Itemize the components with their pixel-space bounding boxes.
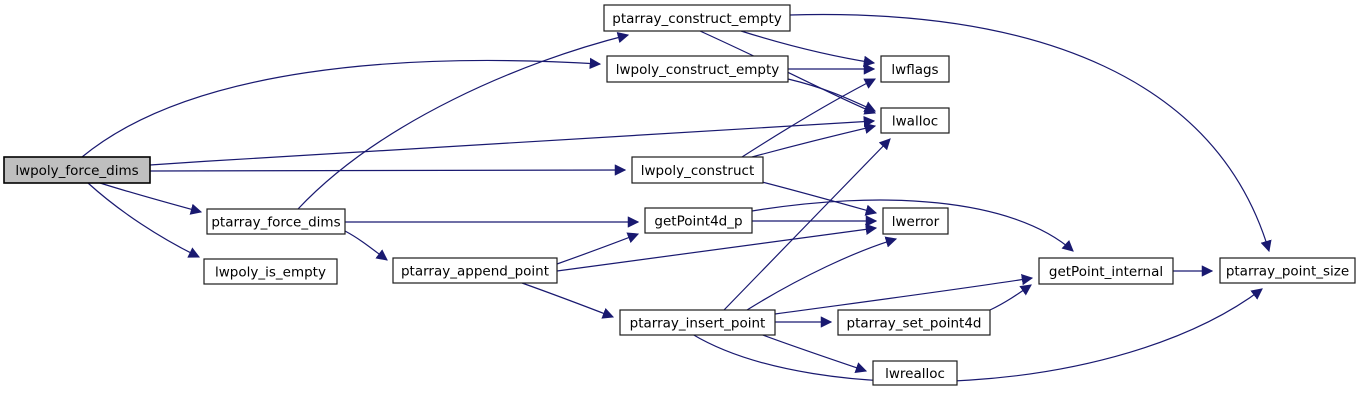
node-label-lwpoly_construct_empty[interactable]: lwpoly_construct_empty bbox=[616, 62, 780, 78]
nodes-layer: lwpoly_force_dimsptarray_force_dimslwpol… bbox=[3, 4, 1356, 386]
node-box-ptarray_force_dims[interactable] bbox=[206, 208, 346, 235]
node-label-lwpoly_is_empty[interactable]: lwpoly_is_empty bbox=[215, 264, 326, 280]
node-box-ptarray_set_point4d[interactable] bbox=[837, 309, 991, 336]
node-ptarray_point_size[interactable]: ptarray_point_size bbox=[1219, 257, 1356, 284]
edge-ptarray_construct_empty-to-ptarray_point_size bbox=[789, 13, 1272, 253]
node-label-getPoint4d_p[interactable]: getPoint4d_p bbox=[654, 213, 742, 229]
edge-lwpoly_force_dims-to-lwpoly_is_empty bbox=[87, 182, 201, 258]
node-box-lwpoly_construct[interactable] bbox=[631, 156, 764, 184]
edge-ptarray_append_point-to-ptarray_insert_point bbox=[521, 282, 615, 319]
node-label-lwpoly_construct[interactable]: lwpoly_construct bbox=[641, 163, 755, 179]
node-label-lwerror[interactable]: lwerror bbox=[892, 214, 940, 230]
node-label-lwpoly_force_dims: lwpoly_force_dims bbox=[15, 163, 138, 179]
edge-ptarray_insert_point-to-lwalloc bbox=[723, 138, 891, 311]
node-label-ptarray_force_dims[interactable]: ptarray_force_dims bbox=[211, 214, 340, 230]
edge-ptarray_append_point-to-lwerror bbox=[556, 223, 878, 272]
node-label-ptarray_construct_empty[interactable]: ptarray_construct_empty bbox=[612, 11, 781, 27]
node-box-lwpoly_is_empty[interactable] bbox=[203, 258, 338, 285]
node-lwrealloc[interactable]: lwrealloc bbox=[872, 360, 958, 386]
node-getPoint4d_p[interactable]: getPoint4d_p bbox=[644, 207, 753, 234]
node-label-lwalloc[interactable]: lwalloc bbox=[892, 113, 938, 129]
node-lwpoly_force_dims: lwpoly_force_dims bbox=[3, 156, 151, 184]
edge-ptarray_construct_empty-to-lwalloc bbox=[699, 30, 877, 115]
node-box-lwrealloc[interactable] bbox=[872, 360, 958, 386]
node-label-lwrealloc[interactable]: lwrealloc bbox=[885, 366, 945, 382]
edge-ptarray_construct_empty-to-lwflags bbox=[740, 30, 876, 68]
edge-ptarray_force_dims-to-ptarray_construct_empty bbox=[297, 31, 630, 210]
node-label-lwflags[interactable]: lwflags bbox=[891, 62, 938, 78]
node-ptarray_append_point[interactable]: ptarray_append_point bbox=[392, 257, 558, 284]
node-box-lwalloc[interactable] bbox=[880, 107, 950, 134]
node-label-getPoint_internal[interactable]: getPoint_internal bbox=[1049, 264, 1163, 280]
node-ptarray_force_dims[interactable]: ptarray_force_dims bbox=[206, 208, 346, 235]
node-box-lwflags[interactable] bbox=[880, 55, 950, 83]
node-getPoint_internal[interactable]: getPoint_internal bbox=[1038, 257, 1174, 285]
node-label-ptarray_insert_point[interactable]: ptarray_insert_point bbox=[630, 315, 766, 331]
node-ptarray_insert_point[interactable]: ptarray_insert_point bbox=[619, 309, 776, 336]
edge-lwpoly_construct_empty-to-lwalloc bbox=[787, 78, 877, 112]
node-lwpoly_construct_empty[interactable]: lwpoly_construct_empty bbox=[606, 55, 789, 83]
edge-ptarray_append_point-to-getPoint4d_p bbox=[556, 232, 640, 265]
edge-lwpoly_construct-to-lwerror bbox=[761, 181, 878, 216]
node-box-getPoint_internal[interactable] bbox=[1038, 257, 1174, 285]
node-box-ptarray_construct_empty[interactable] bbox=[603, 4, 791, 32]
node-lwerror[interactable]: lwerror bbox=[882, 207, 949, 235]
node-lwflags[interactable]: lwflags bbox=[880, 55, 950, 83]
edges-layer bbox=[81, 13, 1272, 383]
edge-getPoint4d_p-to-getPoint_internal bbox=[751, 199, 1074, 252]
node-box-getPoint4d_p[interactable] bbox=[644, 207, 753, 234]
node-ptarray_set_point4d[interactable]: ptarray_set_point4d bbox=[837, 309, 991, 336]
node-box-ptarray_append_point[interactable] bbox=[392, 257, 558, 284]
node-lwpoly_construct[interactable]: lwpoly_construct bbox=[631, 156, 764, 184]
edge-lwpoly_force_dims-to-ptarray_force_dims bbox=[99, 182, 203, 215]
node-label-ptarray_append_point[interactable]: ptarray_append_point bbox=[401, 263, 549, 279]
edge-lwpoly_construct-to-lwalloc bbox=[751, 122, 877, 158]
edge-lwpoly_force_dims-to-lwpoly_construct bbox=[149, 164, 627, 176]
edge-ptarray_set_point4d-to-getPoint_internal bbox=[989, 284, 1032, 311]
edge-lwpoly_force_dims-to-lwalloc bbox=[149, 115, 876, 166]
node-box-lwpoly_construct_empty[interactable] bbox=[606, 55, 789, 83]
edge-ptarray_insert_point-to-getPoint_internal bbox=[774, 273, 1034, 315]
node-box-ptarray_point_size[interactable] bbox=[1219, 257, 1356, 284]
edge-ptarray_insert_point-to-lwrealloc bbox=[759, 333, 868, 374]
edge-ptarray_force_dims-to-ptarray_append_point bbox=[344, 230, 388, 261]
node-ptarray_construct_empty[interactable]: ptarray_construct_empty bbox=[603, 4, 791, 32]
node-box-lwpoly_force_dims bbox=[3, 156, 151, 184]
node-label-ptarray_set_point4d[interactable]: ptarray_set_point4d bbox=[847, 315, 982, 331]
node-lwpoly_is_empty[interactable]: lwpoly_is_empty bbox=[203, 258, 338, 285]
edge-lwpoly_force_dims-to-lwpoly_construct_empty bbox=[81, 57, 602, 158]
node-box-lwerror[interactable] bbox=[882, 207, 949, 235]
edge-ptarray_insert_point-to-lwerror bbox=[746, 236, 898, 311]
node-box-ptarray_insert_point[interactable] bbox=[619, 309, 776, 336]
edge-lwpoly_construct-to-lwflags bbox=[741, 78, 877, 158]
node-lwalloc[interactable]: lwalloc bbox=[880, 107, 950, 134]
node-label-ptarray_point_size[interactable]: ptarray_point_size bbox=[1226, 263, 1349, 279]
edge-ptarray_insert_point-to-ptarray_point_size bbox=[691, 288, 1263, 383]
